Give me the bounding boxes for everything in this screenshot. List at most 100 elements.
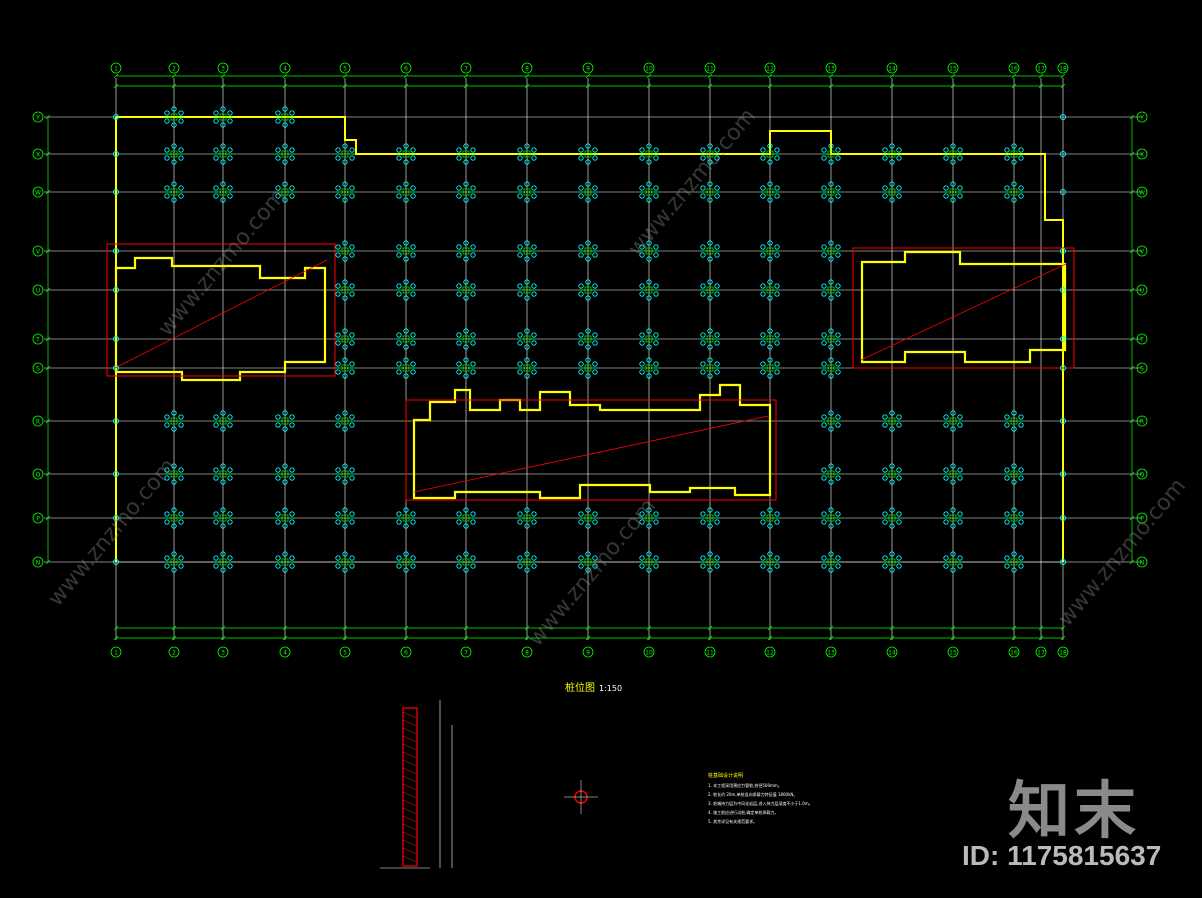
dimension-tick	[1129, 515, 1135, 521]
pile	[585, 551, 591, 557]
pile	[896, 563, 902, 569]
pile	[714, 252, 720, 258]
column-axis-bubble	[764, 62, 776, 74]
pile	[957, 155, 963, 161]
pile	[896, 519, 902, 525]
pile	[700, 283, 706, 289]
pile	[463, 551, 469, 557]
pile	[767, 373, 773, 379]
edge-pile	[1060, 248, 1066, 254]
pile	[396, 244, 402, 250]
dimension-tick	[171, 73, 177, 79]
edge-pile	[1060, 336, 1066, 342]
pile	[342, 357, 348, 363]
pile	[227, 414, 233, 420]
pile	[835, 185, 841, 191]
row-axis-bubble	[32, 284, 44, 296]
pile	[767, 551, 773, 557]
pile	[889, 507, 895, 513]
pile	[639, 283, 645, 289]
pile	[349, 193, 355, 199]
pile	[835, 155, 841, 161]
dimension-tick	[1038, 625, 1044, 631]
pile	[410, 185, 416, 191]
pile	[821, 511, 827, 517]
row-axis-bubble	[1136, 362, 1148, 374]
pile	[227, 519, 233, 525]
pile	[410, 332, 416, 338]
dimension-tick	[45, 248, 51, 254]
pile	[342, 344, 348, 350]
pile	[889, 426, 895, 432]
pile	[835, 467, 841, 473]
pile	[335, 555, 341, 561]
pile	[164, 185, 170, 191]
pile	[275, 147, 281, 153]
pile	[1004, 555, 1010, 561]
pile	[653, 563, 659, 569]
pile	[882, 147, 888, 153]
pile	[653, 193, 659, 199]
pile	[592, 155, 598, 161]
pile	[282, 463, 288, 469]
column-axis-bubble	[643, 62, 655, 74]
pile	[653, 252, 659, 258]
pile	[714, 155, 720, 161]
column-axis-label: 9	[586, 650, 590, 657]
pile	[760, 185, 766, 191]
pile	[349, 185, 355, 191]
pile	[275, 118, 281, 124]
column-axis-bubble	[1008, 646, 1020, 658]
pile	[639, 291, 645, 297]
pile	[463, 240, 469, 246]
pile	[950, 463, 956, 469]
pile	[275, 422, 281, 428]
pile	[164, 193, 170, 199]
edge-pile	[113, 287, 119, 293]
column-axis-label: 14	[888, 66, 896, 73]
pile	[943, 147, 949, 153]
pile	[1018, 193, 1024, 199]
column-axis-bubble	[339, 62, 351, 74]
pile-section-hatch	[402, 823, 418, 831]
column-axis-label: 4	[283, 66, 287, 73]
pile	[707, 159, 713, 165]
pile	[714, 291, 720, 297]
dimension-tick	[403, 625, 409, 631]
pile	[342, 426, 348, 432]
row-axis-label: N	[36, 560, 41, 567]
pile	[517, 340, 523, 346]
pile	[646, 328, 652, 334]
pile	[171, 507, 177, 513]
dimension-tick	[282, 625, 288, 631]
dimension-tick	[889, 635, 895, 641]
pile	[456, 369, 462, 375]
dimension-tick	[463, 625, 469, 631]
pile	[943, 519, 949, 525]
pile-section-hatch	[402, 735, 418, 743]
pile	[335, 361, 341, 367]
dimension-tick	[767, 635, 773, 641]
pile	[396, 193, 402, 199]
row-axis-label: Y	[35, 115, 40, 122]
pile	[943, 193, 949, 199]
pile	[531, 511, 537, 517]
dimension-tick	[646, 635, 652, 641]
pile	[714, 563, 720, 569]
pile	[943, 555, 949, 561]
pile	[760, 369, 766, 375]
pile	[517, 147, 523, 153]
edge-pile	[1060, 559, 1066, 565]
pile	[700, 361, 706, 367]
pile	[470, 361, 476, 367]
core-cutout-diagonal	[413, 415, 769, 493]
pile	[707, 143, 713, 149]
column-axis-label: 1	[114, 650, 118, 657]
pile	[585, 373, 591, 379]
pile	[227, 147, 233, 153]
dimension-tick	[45, 189, 51, 195]
pile	[470, 369, 476, 375]
pile	[349, 340, 355, 346]
pile	[349, 414, 355, 420]
pile	[592, 332, 598, 338]
